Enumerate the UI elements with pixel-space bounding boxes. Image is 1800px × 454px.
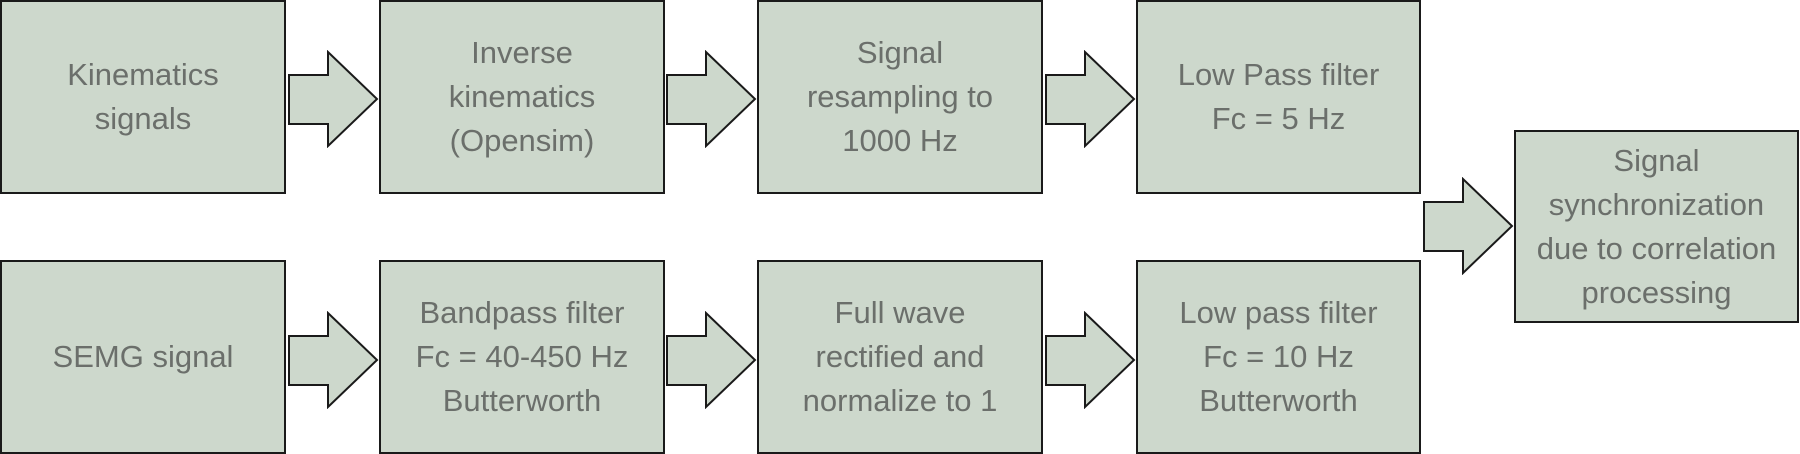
step-label: Inverse kinematics (Opensim) (448, 35, 596, 158)
step-kinematics-signals: Kinematics signals (0, 0, 286, 194)
right-arrow-icon (1044, 50, 1136, 148)
step-inverse-kinematics: Inverse kinematics (Opensim) (379, 0, 665, 194)
step-bandpass-filter: Bandpass filter Fc = 40-450 Hz Butterwor… (379, 260, 665, 454)
step-label: Bandpass filter Fc = 40-450 Hz Butterwor… (415, 295, 629, 418)
step-semg-signal: SEMG signal (0, 260, 286, 454)
step-full-wave-rectified: Full wave rectified and normalize to 1 (757, 260, 1043, 454)
right-arrow-icon (287, 311, 379, 409)
step-signal-resampling: Signal resampling to 1000 Hz (757, 0, 1043, 194)
step-low-pass-filter-10hz: Low pass filter Fc = 10 Hz Butterworth (1136, 260, 1421, 454)
step-label: Low pass filter Fc = 10 Hz Butterworth (1179, 295, 1378, 418)
step-label: Signal resampling to 1000 Hz (806, 35, 994, 158)
right-arrow-icon (665, 311, 757, 409)
step-label: Low Pass filter Fc = 5 Hz (1177, 57, 1380, 136)
right-arrow-icon (287, 50, 379, 148)
step-signal-synchronization: Signal synchronization due to correlatio… (1514, 130, 1799, 323)
step-label: SEMG signal (52, 339, 234, 374)
step-label: Signal synchronization due to correlatio… (1536, 142, 1777, 310)
step-label: Kinematics signals (67, 57, 219, 136)
right-arrow-icon (665, 50, 757, 148)
right-arrow-icon (1422, 177, 1514, 275)
step-low-pass-filter-5hz: Low Pass filter Fc = 5 Hz (1136, 0, 1421, 194)
right-arrow-icon (1044, 311, 1136, 409)
step-label: Full wave rectified and normalize to 1 (802, 295, 998, 418)
